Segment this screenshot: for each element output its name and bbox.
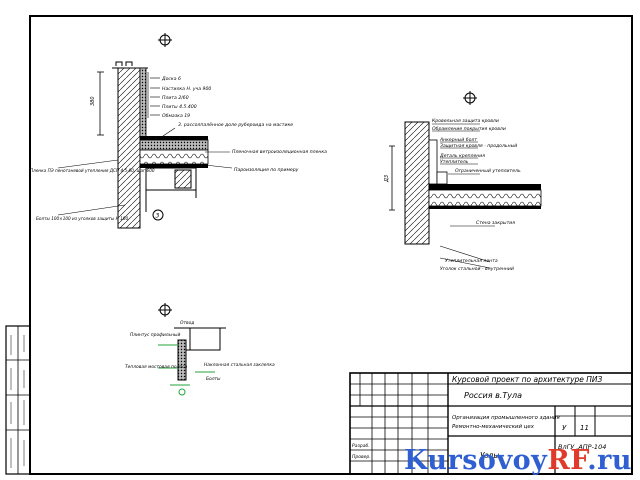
- description-line-1: Организация промышленного здания: [452, 415, 561, 421]
- right-label-6: Утеплитель: [440, 159, 469, 165]
- right-label-9: Утеплительная лента: [445, 258, 498, 264]
- axis-marker-top-right: [463, 91, 477, 105]
- left-wall-note: Пленка ПЭ пенотаневой утепления ДСП 4.5-…: [30, 168, 155, 173]
- small-label-4: Болты: [206, 376, 221, 382]
- role-checked: Провер.: [352, 454, 371, 460]
- title-block: [349, 372, 633, 475]
- project-location: Россия в.Тула: [464, 391, 522, 400]
- small-label-1: Плинтус профильный: [130, 332, 180, 338]
- fastener-detail-small: Отвод Плинтус профильный Тепловая мостов…: [125, 303, 275, 396]
- right-label-5: Деталь крепления: [439, 153, 485, 159]
- left-bolt-note: Болты 100×100 из уголков защиты Н 100: [36, 216, 128, 221]
- left-fixing-label: Пароизоляция по примеру: [234, 167, 299, 173]
- axis-marker-top-left: [158, 33, 172, 47]
- left-callout-5: Обмазка 19: [162, 113, 190, 119]
- right-label-10: Уголок стальной - внутренний: [440, 266, 514, 272]
- left-callout-4: Плиты 4.5.400: [162, 104, 197, 110]
- small-top-label: Отвод: [180, 320, 194, 326]
- role-developed: Разраб.: [352, 443, 370, 449]
- sheet-border: [29, 15, 633, 475]
- description-line-2: Ремонтно-механический цех: [452, 424, 535, 430]
- left-callout-1: Доска 6: [161, 76, 181, 82]
- roof-wall-detail-left: 380 3 Доска 6: [30, 33, 327, 229]
- detail-marker-number: 3: [156, 213, 160, 220]
- svg-text:380: 380: [90, 96, 96, 106]
- site-watermark: KursovoyRF.ru: [404, 445, 632, 476]
- right-side-label: Д3: [384, 175, 390, 183]
- eaves-detail-right: Д3 Кровельная защита кровли Обрамление п…: [384, 91, 542, 272]
- stage-code: У: [562, 424, 567, 432]
- right-label-4: Защитная кровля - продольный: [440, 143, 517, 149]
- left-stage-note: 3. рассолпалённое доле рубероида на маст…: [178, 122, 293, 128]
- right-label-7: Ограниченный утеплитель: [455, 168, 521, 174]
- left-callout-3: Плита 2/60: [162, 95, 189, 101]
- sheet-number: 11: [580, 424, 589, 432]
- sheet-name: Узлы: [480, 451, 499, 460]
- doc-code: ВлГУ .АПР-104: [558, 443, 606, 451]
- small-label-3: Наклонная стальная заклепка: [204, 362, 275, 368]
- right-label-1: Кровельная защита кровли: [432, 118, 499, 124]
- right-label-2: Обрамление покрытия кровли: [432, 126, 506, 132]
- left-callout-2: Настилка Н. уча 900: [162, 86, 211, 92]
- binding-strip: [5, 325, 31, 475]
- project-title: Курсовой проект по архитектуре ПИЗ: [452, 375, 603, 384]
- small-label-2: Тепловая мостовая полоса: [125, 364, 187, 370]
- left-membrane-label: Пленочная ветроизоляционная пленка: [232, 149, 327, 155]
- right-label-8: Стена закрытия: [476, 220, 515, 226]
- axis-marker-small: [158, 303, 172, 317]
- right-label-3: Анкерный болт: [439, 137, 477, 143]
